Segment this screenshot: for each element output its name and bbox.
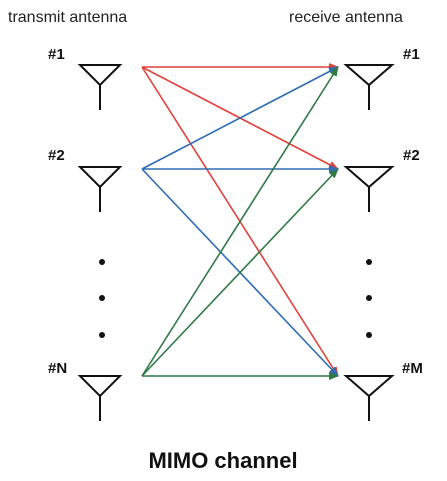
channel-links xyxy=(141,63,339,380)
rx-antenna-label-m: #M xyxy=(402,360,423,377)
channel-arrow xyxy=(141,168,339,377)
receive-antenna-heading: receive antenna xyxy=(289,9,403,26)
ellipsis-dot xyxy=(366,332,372,338)
antenna-icon xyxy=(77,375,123,421)
rx-antenna-2: #2 xyxy=(343,147,420,212)
tx-antenna-1: #1 xyxy=(48,46,123,110)
ellipsis-dot xyxy=(366,295,372,301)
diagram-caption: MIMO channel xyxy=(148,448,297,473)
antenna-icon xyxy=(343,375,395,421)
rx-antenna-label-1: #1 xyxy=(403,46,420,63)
vertical-ellipsis-icon xyxy=(366,259,372,338)
antenna-icon xyxy=(77,166,123,212)
antenna-icon xyxy=(343,166,395,212)
tx-antenna-label-1: #1 xyxy=(48,46,65,63)
antenna-icon xyxy=(77,64,123,110)
transmit-antenna-heading: transmit antenna xyxy=(8,9,127,26)
vertical-ellipsis-icon xyxy=(99,259,105,338)
ellipsis-dot xyxy=(99,332,105,338)
ellipsis-dot xyxy=(99,295,105,301)
tx-antenna-n: #N xyxy=(48,360,123,421)
ellipsis-dot xyxy=(99,259,105,265)
tx-antenna-2: #2 xyxy=(48,147,123,212)
tx-antenna-label-2: #2 xyxy=(48,147,65,164)
channel-arrow xyxy=(141,66,339,170)
rx-antenna-m: #M xyxy=(343,360,423,421)
tx-antenna-label-n: #N xyxy=(48,360,67,377)
ellipsis-dot xyxy=(366,259,372,265)
channel-arrow xyxy=(141,66,339,377)
antenna-icon xyxy=(343,64,395,110)
rx-antenna-label-2: #2 xyxy=(403,147,420,164)
rx-antenna-1: #1 xyxy=(343,46,420,110)
